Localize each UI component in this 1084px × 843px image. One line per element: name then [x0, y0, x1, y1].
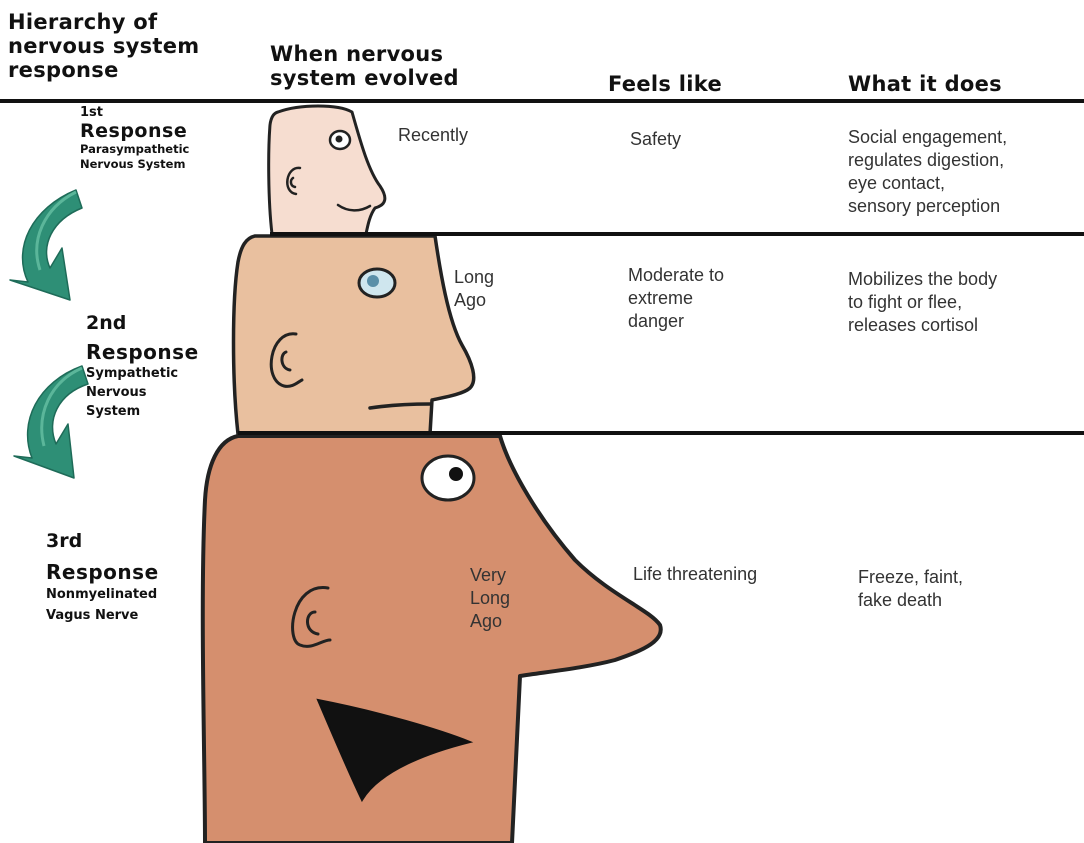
row-divider-2	[238, 431, 1084, 435]
row-1-does: Social engagement, regulates digestion, …	[848, 126, 1007, 218]
row-2-feels: Moderate to extreme danger	[628, 264, 724, 333]
row-1-feels: Safety	[630, 128, 681, 151]
curved-arrow-icon	[10, 190, 82, 300]
head-illustration-medium	[234, 236, 474, 434]
row-divider-1	[270, 232, 1084, 236]
row-2-does: Mobilizes the body to fight or flee, rel…	[848, 268, 997, 337]
row-1-evolved: Recently	[398, 124, 468, 147]
row-3-feels: Life threatening	[633, 563, 757, 586]
header-divider	[0, 99, 1084, 103]
response-label-3: 3rd Response Nonmyelinated Vagus Nerve	[46, 530, 159, 626]
response-label-1: 1st Response Parasympathetic Nervous Sys…	[80, 105, 189, 172]
response-title: Response	[46, 560, 159, 584]
response-ordinal: 3rd	[46, 530, 159, 552]
response-system: Sympathetic Nervous System	[86, 364, 199, 421]
row-3-does: Freeze, faint, fake death	[858, 566, 963, 612]
response-ordinal: 2nd	[86, 312, 199, 334]
row-3-evolved: Very Long Ago	[470, 564, 510, 633]
response-system: Parasympathetic Nervous System	[80, 142, 189, 172]
response-title: Response	[80, 120, 189, 142]
row-2-evolved: Long Ago	[454, 266, 494, 312]
response-label-2: 2nd Response Sympathetic Nervous System	[86, 312, 199, 421]
head-illustration-small	[269, 106, 385, 234]
curved-arrow-icon	[14, 366, 88, 478]
response-title: Response	[86, 340, 199, 364]
response-system: Nonmyelinated Vagus Nerve	[46, 584, 159, 626]
response-ordinal: 1st	[80, 105, 189, 120]
head-illustration-large	[203, 436, 661, 843]
